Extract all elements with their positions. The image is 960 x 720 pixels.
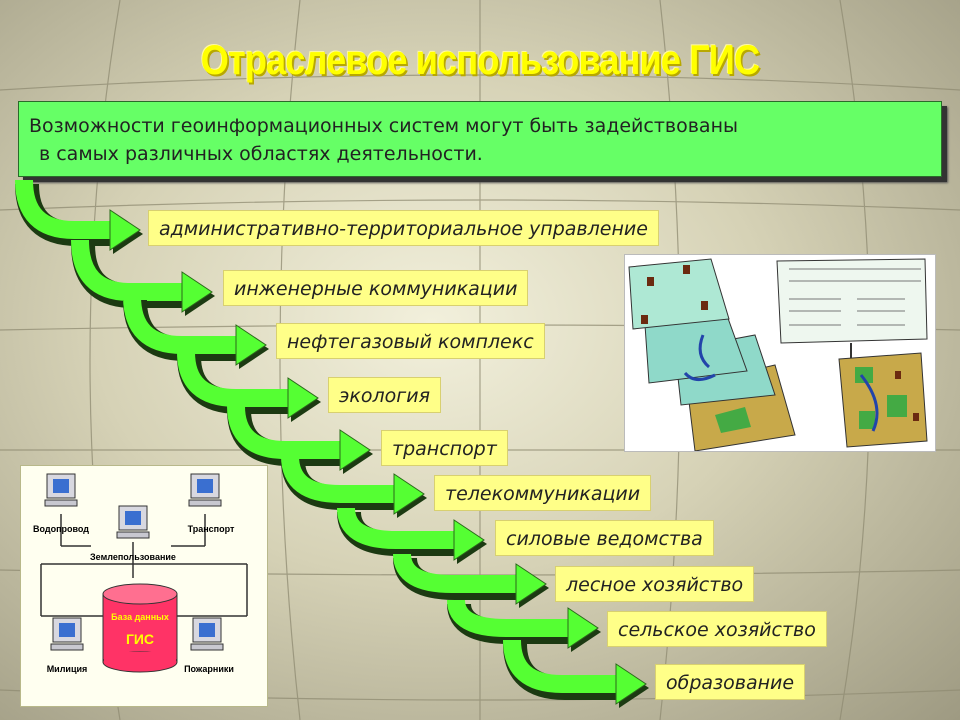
node-water: Водопровод — [33, 524, 89, 534]
slide-title: Отраслевое использование ГИС — [200, 36, 760, 83]
node-transport: Транспорт — [188, 524, 235, 534]
area-label-telecom: телекоммуникации — [434, 475, 652, 511]
intro-line-1: Возможности геоинформационных систем мог… — [29, 115, 739, 137]
node-fire: Пожарники — [184, 664, 234, 674]
db-label-line1: База данных — [111, 612, 169, 622]
computer-icon — [50, 617, 84, 651]
cascade-arrow — [15, 179, 143, 254]
database-cylinder-icon — [102, 583, 178, 673]
computer-icon — [188, 473, 222, 507]
db-label-line2: ГИС — [126, 631, 154, 647]
cascade-arrow — [337, 507, 487, 564]
area-label-oil-gas: нефтегазовый комплекс — [276, 323, 545, 359]
area-label-security: силовые ведомства — [495, 520, 714, 556]
node-police: Милиция — [47, 664, 88, 674]
computer-icon — [190, 617, 224, 651]
area-label-ecology: экология — [328, 377, 442, 413]
gis-network-illustration: Водопровод Транспорт Землепользование Ми… — [33, 473, 248, 674]
area-label-forestry: лесное хозяйство — [555, 566, 755, 602]
cascade-arrow — [503, 639, 649, 708]
intro-box: Возможности геоинформационных систем мог… — [18, 101, 942, 177]
cascade-arrow — [281, 455, 427, 518]
cascade-arrow — [177, 351, 321, 422]
gis-layers-illustration — [628, 258, 928, 452]
gis-database-diagram: Водопровод Транспорт Землепользование Ми… — [20, 465, 268, 707]
cascade-arrow — [123, 295, 269, 369]
area-label-admin: административно-территориальное управлен… — [148, 210, 659, 246]
cascade-arrow — [71, 239, 215, 316]
node-land: Землепользование — [90, 552, 176, 562]
intro-text: Возможности геоинформационных систем мог… — [29, 112, 929, 168]
gis-layers-picture — [624, 254, 936, 452]
cascade-arrow — [393, 553, 549, 608]
area-label-education: образование — [655, 664, 806, 700]
cascade-arrow — [227, 405, 373, 474]
area-label-agriculture: сельское хозяйство — [607, 611, 827, 647]
computer-icon — [44, 473, 78, 507]
area-label-engineering: инженерные коммуникации — [223, 270, 529, 306]
intro-line-2: в самых различных областях деятельности. — [39, 143, 483, 165]
cascade-arrow — [447, 599, 601, 652]
area-label-transport: транспорт — [381, 430, 508, 466]
computer-icon — [116, 505, 150, 539]
